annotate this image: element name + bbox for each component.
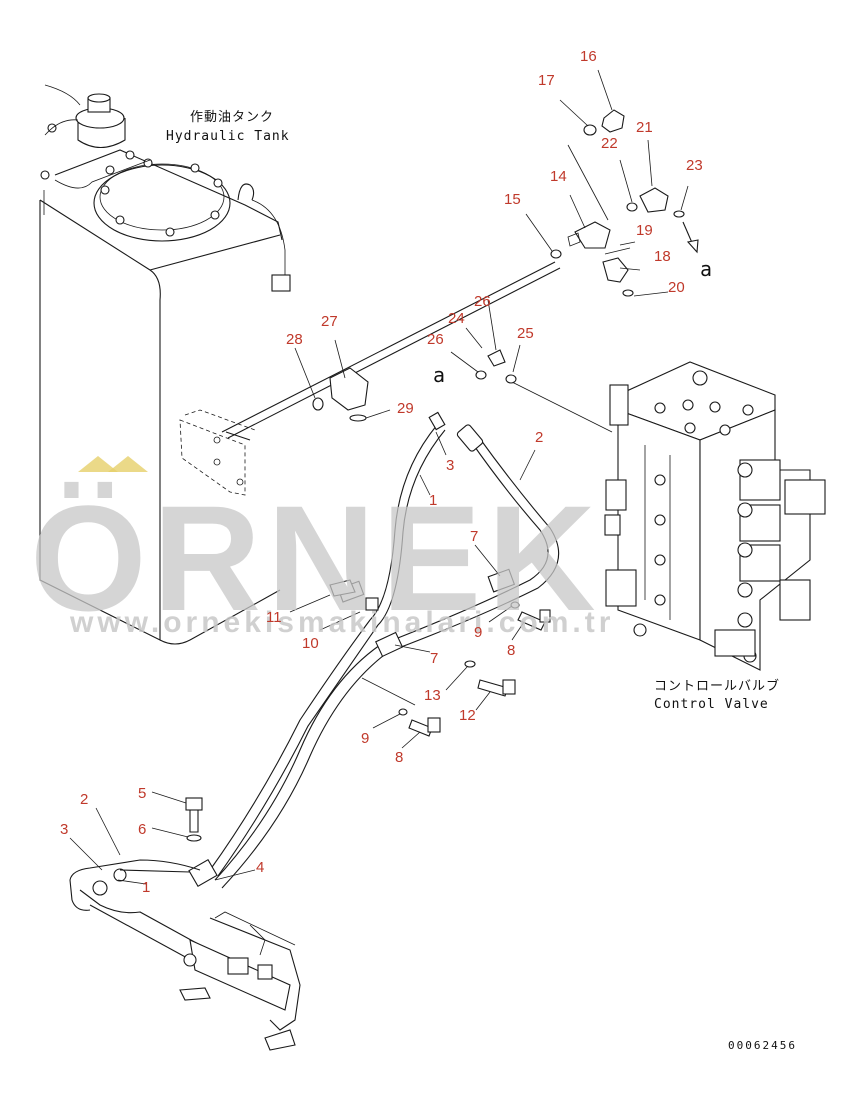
callout-15: 15 <box>504 191 521 208</box>
valve-label-en: Control Valve <box>654 697 769 712</box>
callout-18: 18 <box>654 248 671 265</box>
callout-24: 24 <box>448 310 465 327</box>
callout-16: 16 <box>580 48 597 65</box>
control-valve <box>475 349 826 671</box>
hose-2 <box>214 424 560 889</box>
callout-5: 5 <box>138 785 146 802</box>
tank-label-en: Hydraulic Tank <box>166 129 290 144</box>
callout-3-bottom: 3 <box>60 821 68 838</box>
callout-6: 6 <box>138 821 146 838</box>
callout-21: 21 <box>636 119 653 136</box>
return-line <box>221 261 561 441</box>
callout-8-bottom: 8 <box>395 749 403 766</box>
callout-4: 4 <box>256 859 264 876</box>
callout-14: 14 <box>550 168 567 185</box>
callout-8-top: 8 <box>507 642 515 659</box>
leader-lines <box>69 69 689 885</box>
callout-13: 13 <box>424 687 441 704</box>
tank-bracket <box>179 409 256 496</box>
hydraulic-tank <box>39 84 291 645</box>
tank-label-jp: 作動油タンク <box>190 110 274 125</box>
callout-25: 25 <box>517 325 534 342</box>
component-labels: 作動油タンク Hydraulic Tank コントロールバルブ Control … <box>166 110 797 1052</box>
valve-label-jp: コントロールバルブ <box>654 678 780 694</box>
callout-20: 20 <box>668 279 685 296</box>
elbow-27 <box>312 367 369 422</box>
callout-23: 23 <box>686 157 703 174</box>
callout-2-top: 2 <box>535 429 543 446</box>
watermark-logo: ÖRNEK <box>30 474 602 642</box>
callout-3-top: 3 <box>446 457 454 474</box>
callout-11: 11 <box>266 609 282 626</box>
callout-9-top: 9 <box>474 624 482 641</box>
callout-9-bottom: 9 <box>361 730 369 747</box>
lower-bracket <box>69 859 301 1051</box>
bolts <box>185 579 551 842</box>
watermark-url: www.ornekismakinalari.com.tr <box>69 606 614 639</box>
callout-12: 12 <box>459 707 476 724</box>
ref-a-top: a <box>700 257 712 281</box>
callout-7-top: 7 <box>470 528 478 545</box>
callout-28: 28 <box>286 331 303 348</box>
callout-27: 27 <box>321 313 338 330</box>
watermark: ÖRNEK www.ornekismakinalari.com.tr <box>30 456 614 642</box>
callout-26-top: 26 <box>474 293 491 310</box>
callout-10: 10 <box>302 635 319 652</box>
callout-26-bottom: 26 <box>427 331 444 348</box>
drawing-code: 00062456 <box>728 1039 797 1052</box>
callout-17: 17 <box>538 72 555 89</box>
fittings-top: a <box>550 109 712 297</box>
callout-1-top: 1 <box>429 492 437 509</box>
callout-2-bottom: 2 <box>80 791 88 808</box>
callout-1-bottom: 1 <box>142 879 150 896</box>
callout-19: 19 <box>636 222 653 239</box>
callout-numbers: 16 17 21 22 14 23 15 19 18 20 26 27 24 2… <box>60 48 703 896</box>
callout-7-mid: 7 <box>430 650 438 667</box>
hose-1 <box>209 411 446 877</box>
callout-29: 29 <box>397 400 414 417</box>
callout-22: 22 <box>601 135 618 152</box>
ref-a-mid: a <box>433 363 445 387</box>
